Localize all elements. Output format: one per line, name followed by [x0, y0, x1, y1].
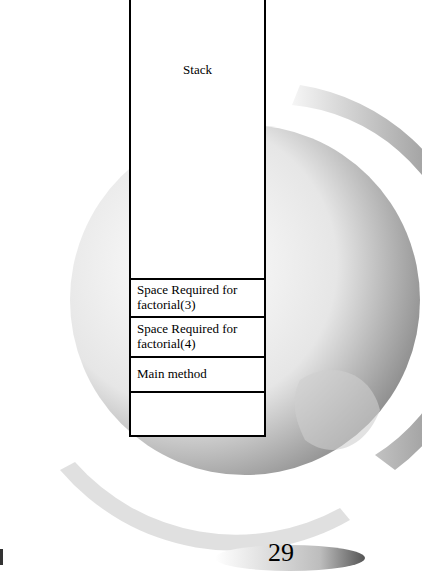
stack-title: Stack — [131, 63, 264, 78]
continent — [295, 370, 380, 450]
edge-mark — [0, 549, 3, 565]
stack-frame: StackSpace Required for factorial(3) Spac… — [129, 0, 266, 437]
frame-label: Space Required for factorial(4) — [137, 322, 260, 352]
frame-label: Main method — [137, 367, 260, 382]
stack-frame-box: Space Required for factorial(3) — [131, 278, 264, 316]
orbit-swoosh — [292, 85, 422, 470]
frame-label: Space Required for factorial(3) — [137, 283, 260, 313]
page-number: 29 — [268, 538, 294, 568]
orbit-swoosh — [60, 462, 350, 551]
stack-frame-box: Main method — [131, 356, 264, 393]
stack-frame-box: Space Required for factorial(4) — [131, 316, 264, 356]
